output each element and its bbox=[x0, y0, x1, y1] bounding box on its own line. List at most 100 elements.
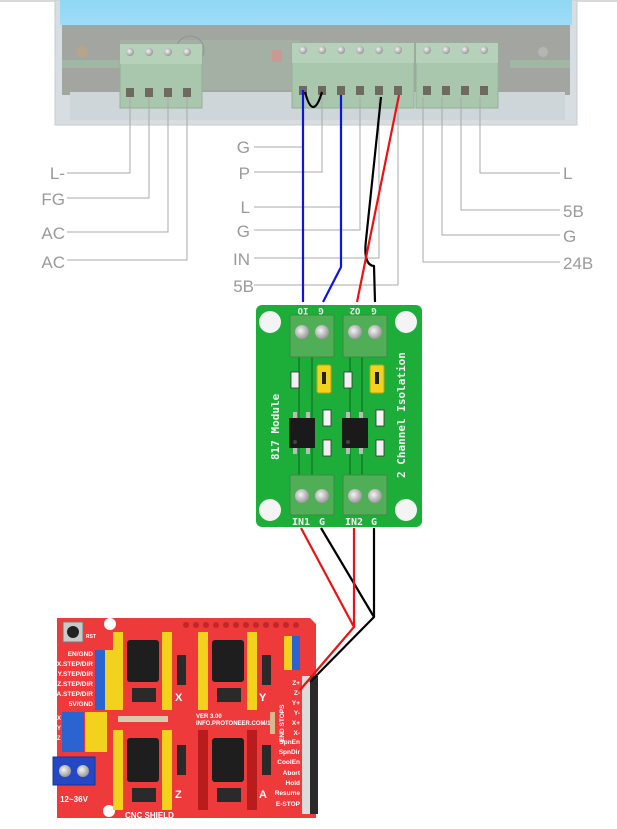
crystal-icon bbox=[118, 716, 168, 722]
control-estop: E-STOP bbox=[276, 801, 301, 808]
label-5b: 5B bbox=[233, 277, 254, 296]
power-supply-top-cover bbox=[60, 0, 572, 25]
power-terminal: 12~36V bbox=[52, 756, 96, 804]
pin-label-en-gnd: EN/GND bbox=[68, 651, 94, 658]
power-voltage-label: 12~36V bbox=[60, 795, 88, 804]
capacitor-icon bbox=[127, 738, 159, 782]
optocoupler-chip-2 bbox=[342, 412, 368, 454]
wires bbox=[299, 90, 401, 691]
pin-label-g: G bbox=[319, 517, 325, 528]
endstop-x-plus: X+ bbox=[292, 720, 300, 727]
pin-label-a-step-dir: A.STEP/DIR bbox=[57, 691, 94, 698]
cnc-shield: RST EN/GND X.STEP/DIR Y.STEP/DIR Z.STEP/… bbox=[52, 618, 318, 820]
pin-label-in1: IN1 bbox=[292, 517, 310, 528]
mounting-hole bbox=[395, 311, 417, 333]
label-g-right: G bbox=[563, 227, 576, 246]
resistor-icon bbox=[270, 712, 275, 734]
endstops-label: END STOPS bbox=[279, 704, 286, 742]
terminal-block-right bbox=[415, 42, 499, 109]
leader-line bbox=[67, 97, 131, 174]
wire-red-signal bbox=[355, 94, 401, 303]
output-terminal-1 bbox=[289, 314, 335, 358]
capacitor-icon bbox=[212, 640, 244, 682]
terminal-block-middle bbox=[291, 42, 415, 109]
driver-socket-z bbox=[113, 730, 172, 810]
mounting-hole bbox=[259, 311, 281, 333]
adjust-button-icon bbox=[272, 50, 282, 62]
leader-line bbox=[254, 97, 323, 173]
driver-socket-a bbox=[198, 730, 257, 810]
led-icon bbox=[375, 409, 385, 427]
leader-line bbox=[254, 97, 380, 259]
terminal-labels-right: L 5B G 24B bbox=[563, 164, 593, 273]
axis-label-a: A bbox=[259, 789, 267, 801]
header-yellow bbox=[105, 650, 115, 710]
leader-line bbox=[67, 97, 188, 261]
header-blue bbox=[95, 650, 105, 710]
terminal-block-left bbox=[119, 43, 203, 109]
mounting-hole bbox=[103, 805, 115, 817]
capacitor-icon bbox=[127, 640, 159, 682]
label-24b: 24B bbox=[563, 254, 593, 273]
endstop-x-minus: X- bbox=[294, 730, 301, 737]
label-l: L bbox=[241, 198, 250, 217]
control-hold: Hold bbox=[286, 780, 300, 787]
jumper-label-y: Y bbox=[57, 726, 61, 732]
endstop-y-plus: Y+ bbox=[292, 700, 300, 707]
capacitor-icon bbox=[212, 738, 244, 782]
mounting-hole bbox=[395, 499, 417, 521]
leader-line bbox=[67, 97, 150, 199]
label-g-1: G bbox=[237, 138, 250, 157]
wire-blue-2 bbox=[322, 95, 343, 303]
label-g-2: G bbox=[237, 222, 250, 241]
jumper-label-x: X bbox=[57, 716, 61, 722]
resistor-icon bbox=[375, 439, 385, 457]
label-l-minus: L- bbox=[50, 164, 65, 183]
pin-label-io: IO bbox=[297, 305, 308, 315]
pin-label-x-step-dir: X.STEP/DIR bbox=[57, 661, 93, 668]
header-white bbox=[302, 676, 310, 814]
terminal-labels-middle: G P L G IN 5B bbox=[233, 138, 254, 296]
pin-label-o2: O2 bbox=[350, 305, 361, 315]
wire-black-jumper bbox=[303, 91, 324, 109]
isolation-module: IO G O2 G bbox=[256, 305, 422, 528]
mounting-hole bbox=[259, 499, 281, 521]
label-fg: FG bbox=[41, 190, 65, 209]
resistor-icon bbox=[290, 371, 300, 389]
header-yellow bbox=[284, 636, 292, 670]
control-resume: Resume bbox=[275, 790, 301, 797]
module-name-label: 817 Module bbox=[269, 393, 282, 460]
control-spndir: SpnDir bbox=[279, 749, 301, 756]
label-5b-right: 5B bbox=[563, 202, 584, 221]
header-black bbox=[310, 676, 318, 814]
endstop-z-minus: Z- bbox=[294, 690, 300, 697]
pin-label-in2: IN2 bbox=[345, 517, 363, 528]
pin-label-z-step-dir: Z.STEP/DIR bbox=[57, 681, 93, 688]
resistor-icon bbox=[322, 439, 332, 457]
leader-line bbox=[441, 97, 560, 236]
resistor-icon bbox=[343, 371, 353, 389]
label-l-right: L bbox=[563, 164, 572, 183]
control-coolen: CoolEn bbox=[277, 759, 300, 766]
axis-label-x: X bbox=[175, 692, 183, 704]
label-p: P bbox=[239, 164, 250, 183]
header-blue bbox=[292, 636, 300, 670]
leader-line bbox=[460, 97, 560, 211]
axis-label-z: Z bbox=[175, 789, 182, 801]
cnc-shield-label: CNC SHIELD bbox=[125, 811, 174, 820]
input-terminal-2 bbox=[342, 474, 388, 516]
driver-socket-x bbox=[113, 632, 172, 710]
label-in: IN bbox=[233, 250, 250, 269]
driver-socket-y bbox=[198, 632, 257, 710]
optocoupler-chip-1 bbox=[289, 412, 315, 454]
jumper-block-blue bbox=[62, 712, 84, 752]
axis-label-y: Y bbox=[259, 692, 267, 704]
reset-button: RST bbox=[62, 621, 96, 643]
mounting-hole bbox=[104, 618, 116, 630]
jumper-block-yellow bbox=[85, 712, 107, 752]
pin-label-5v-gnd: 5V/GND bbox=[69, 701, 94, 708]
label-ac-1: AC bbox=[41, 224, 65, 243]
module-pcb bbox=[256, 305, 422, 527]
pin-label-y-step-dir: Y.STEP/DIR bbox=[58, 671, 94, 678]
